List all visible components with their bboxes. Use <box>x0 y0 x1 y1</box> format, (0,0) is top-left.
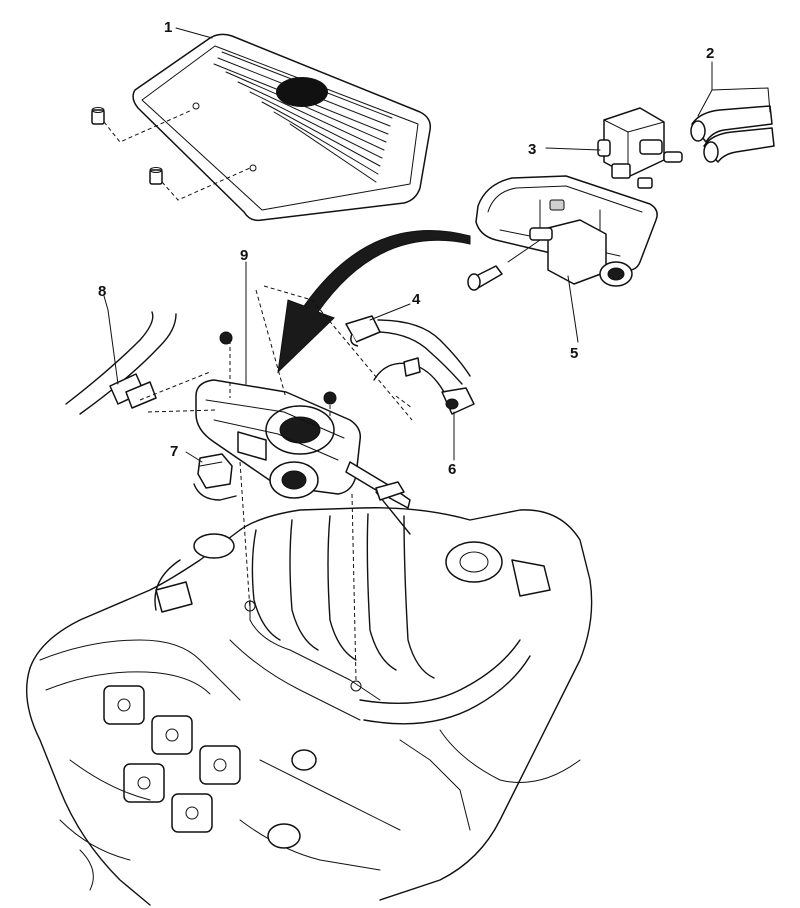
connector-7 <box>193 453 237 501</box>
vacuum-switching-valve <box>597 107 683 189</box>
vsv-bracket-assembly <box>475 175 658 287</box>
vacuum-hoses <box>690 105 775 163</box>
callout-4: 4 <box>412 291 421 308</box>
assembly-guide-lines <box>139 285 413 681</box>
callout-2: 2 <box>706 45 714 62</box>
cover-grommets <box>91 107 251 201</box>
harness-connectors <box>345 315 475 415</box>
installation-direction-arrow <box>277 229 471 374</box>
callout-1: 1 <box>164 19 172 36</box>
engine-block <box>25 507 593 906</box>
bracket-bolt <box>467 265 503 291</box>
callout-5: 5 <box>570 345 578 362</box>
throttle-body-assembly <box>195 331 411 535</box>
callout-6: 6 <box>448 461 456 478</box>
leader-lines <box>103 27 771 463</box>
callout-3: 3 <box>528 141 536 158</box>
engine-cover <box>132 33 432 222</box>
wire-harness-8 <box>65 311 177 415</box>
callout-7: 7 <box>170 443 178 460</box>
callout-8: 8 <box>98 283 106 300</box>
callout-9: 9 <box>240 247 248 264</box>
cover-emblem <box>276 77 328 107</box>
